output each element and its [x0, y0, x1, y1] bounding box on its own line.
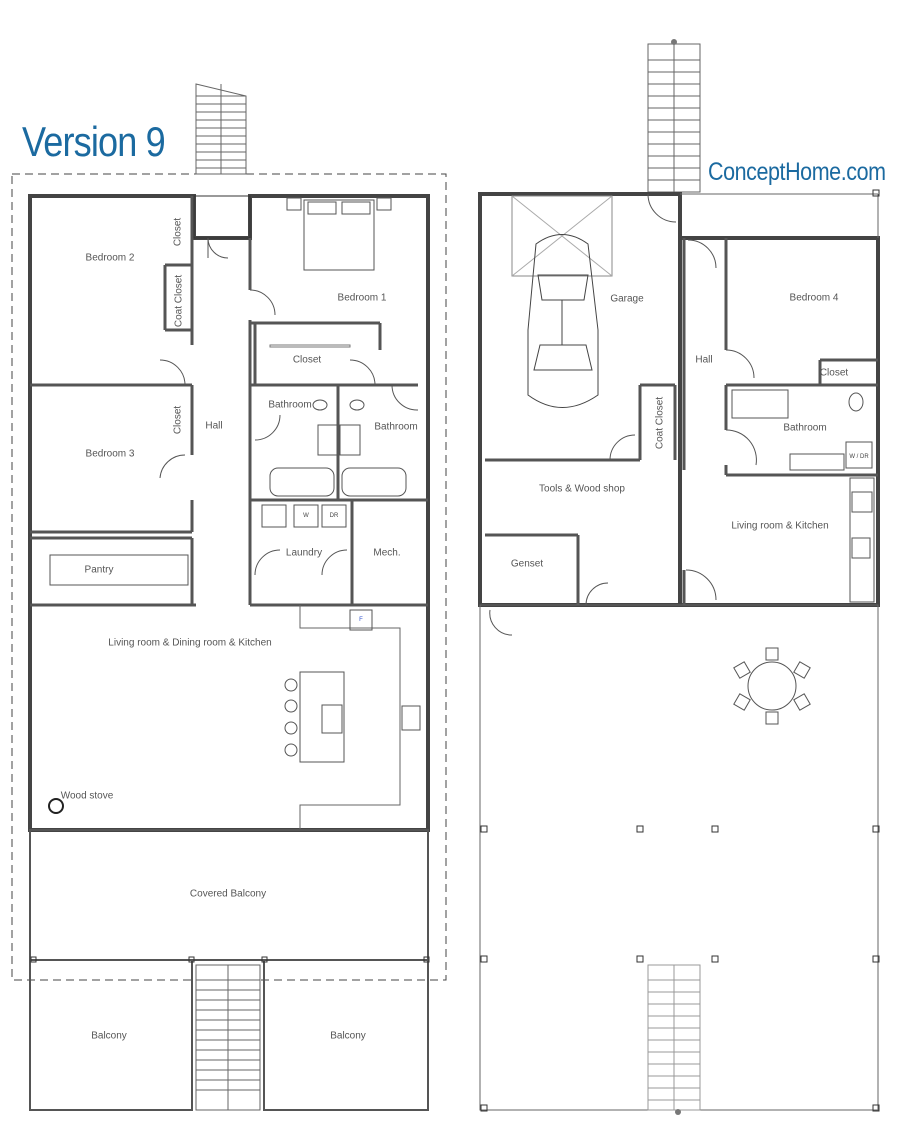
label-genset: Genset — [510, 558, 544, 570]
label-fridge: F — [359, 617, 363, 623]
wood-stove — [48, 798, 64, 814]
label-closet-right: Closet — [819, 367, 849, 379]
label-hall: Hall — [205, 420, 223, 432]
label-bedroom-3: Bedroom 3 — [85, 448, 135, 460]
exterior-wall — [28, 194, 430, 832]
label-pantry: Pantry — [84, 564, 114, 576]
label-closet-top: Closet — [172, 217, 184, 247]
posts — [30, 189, 880, 1112]
label-washer: W — [303, 513, 309, 519]
label-garage: Garage — [610, 293, 644, 305]
label-coat-closet: Coat Closet — [173, 274, 185, 328]
label-bedroom-4: Bedroom 4 — [789, 292, 839, 304]
brand-link[interactable]: ConceptHome.com — [708, 158, 886, 186]
label-living-dining-kitchen: Living room & Dining room & Kitchen — [108, 637, 272, 649]
label-closet-b1: Closet — [292, 354, 322, 366]
dining-table — [733, 647, 811, 725]
label-coat-closet-right: Coat Closet — [654, 396, 666, 450]
label-bedroom-2: Bedroom 2 — [85, 252, 135, 264]
balcony-stair — [195, 964, 261, 1111]
label-covered-balcony: Covered Balcony — [189, 888, 267, 900]
label-balcony-left: Balcony — [91, 1030, 127, 1042]
car — [527, 234, 599, 408]
label-bathroom-2: Bathroom — [374, 421, 418, 433]
garage-exterior — [478, 192, 682, 607]
label-bathroom-right: Bathroom — [783, 422, 827, 434]
label-tools-wood-shop: Tools & Wood shop — [539, 483, 625, 495]
garage-stair — [647, 43, 701, 193]
label-bathroom-1: Bathroom — [268, 399, 312, 411]
balcony-right — [263, 960, 429, 1111]
version-title: Version 9 — [22, 118, 166, 165]
deck-outline — [479, 604, 879, 1111]
label-mech: Mech. — [373, 547, 401, 559]
label-laundry: Laundry — [285, 547, 323, 559]
label-hall-right: Hall — [695, 354, 713, 366]
pantry-counter — [49, 554, 189, 586]
label-bedroom-1: Bedroom 1 — [337, 292, 387, 304]
house-exterior — [680, 236, 880, 607]
balcony-left — [29, 960, 193, 1111]
label-washer-dryer: W / DR — [849, 454, 869, 460]
covered-balcony — [29, 829, 429, 961]
label-living-kitchen: Living room & Kitchen — [731, 520, 829, 532]
kitchen-island — [299, 671, 345, 763]
deck-stair — [647, 964, 701, 1111]
label-closet-hall: Closet — [172, 405, 184, 435]
label-wood-stove: Wood stove — [60, 790, 114, 802]
label-dryer: DR — [329, 513, 339, 519]
entry-stair-top — [195, 83, 247, 175]
label-balcony-right: Balcony — [330, 1030, 366, 1042]
kitchen-counter — [299, 605, 401, 830]
bed — [286, 197, 392, 271]
